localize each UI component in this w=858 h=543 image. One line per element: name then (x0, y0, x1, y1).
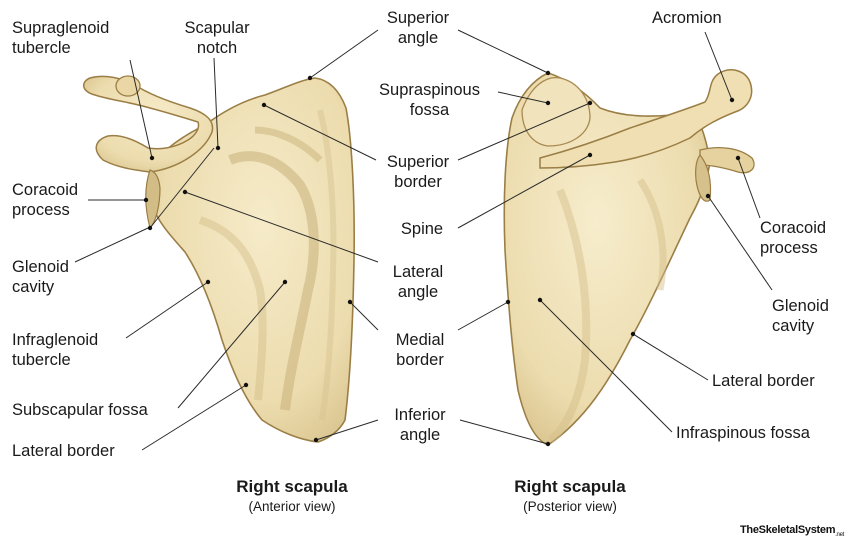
label-subscapular-fossa: Subscapular fossa (12, 400, 148, 420)
label-superior-angle: Superior angle (372, 8, 464, 48)
label-glenoid-cavity-left: Glenoid cavity (12, 257, 69, 297)
label-coracoid-process-left: Coracoid process (12, 180, 78, 220)
anterior-coracoid-tip (116, 76, 140, 96)
anterior-scapula (84, 76, 355, 442)
label-coracoid-process-right: Coracoid process (760, 218, 826, 258)
caption-posterior-title: Right scapula (460, 476, 680, 498)
label-supraspinous-fossa: Supraspinous fossa (362, 80, 497, 120)
caption-posterior: Right scapula (Posterior view) (460, 476, 680, 516)
label-inferior-angle: Inferior angle (382, 405, 458, 445)
label-acromion: Acromion (652, 8, 722, 28)
label-medial-border: Medial border (382, 330, 458, 370)
label-lateral-border-right: Lateral border (712, 371, 815, 391)
anterior-glenoid (146, 170, 160, 228)
label-infraspinous-fossa: Infraspinous fossa (676, 423, 810, 443)
label-scapular-notch: Scapular notch (172, 18, 262, 58)
watermark-logo: TheSkeletalSystem.net (740, 524, 844, 538)
caption-anterior: Right scapula (Anterior view) (182, 476, 402, 516)
label-lateral-border-left: Lateral border (12, 441, 115, 461)
label-spine: Spine (392, 219, 452, 239)
label-lateral-angle: Lateral angle (382, 262, 454, 302)
caption-anterior-subtitle: (Anterior view) (182, 498, 402, 516)
label-infraglenoid-tubercle: Infraglenoid tubercle (12, 330, 98, 370)
caption-posterior-subtitle: (Posterior view) (460, 498, 680, 516)
label-superior-border: Superior border (372, 152, 464, 192)
label-supraglenoid-tubercle: Supraglenoid tubercle (12, 18, 109, 58)
caption-anterior-title: Right scapula (182, 476, 402, 498)
label-glenoid-cavity-right: Glenoid cavity (772, 296, 829, 336)
